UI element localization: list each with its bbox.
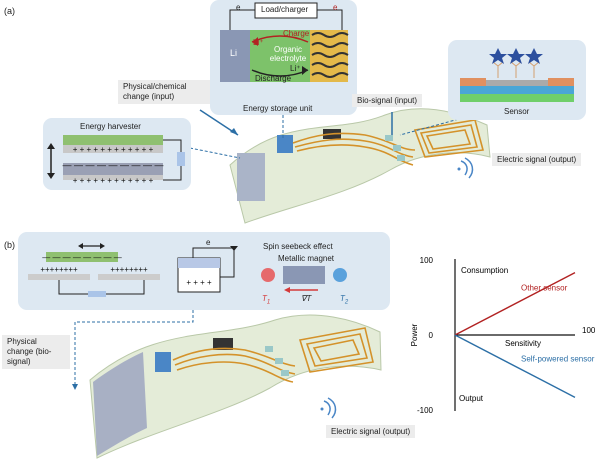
- circuit-wire: [229, 9, 343, 30]
- load-charger-label: Load/charger: [261, 5, 309, 14]
- panel-a-label: (a): [4, 6, 15, 16]
- wireless-icon: [457, 157, 474, 179]
- svg-text:++++++++: ++++++++: [40, 265, 78, 274]
- series-line: [454, 272, 576, 336]
- tribo-bottom-left: [28, 274, 90, 280]
- y-axis-label: Power: [410, 323, 419, 346]
- capacitor-top: [178, 258, 220, 268]
- svg-text:++++++++: ++++++++: [110, 265, 148, 274]
- li-electrode-label: Li: [230, 48, 238, 58]
- mechanism-diagram: — — — — — — — — ++++++++ ++++++++ + + + …: [28, 243, 347, 297]
- spin-effect-label: Spin seebeck effect: [263, 242, 333, 251]
- sensor-pads-b: [265, 346, 289, 376]
- e-label-b: e: [206, 238, 211, 247]
- battery-block-b: [155, 352, 171, 372]
- sensor-source: [460, 78, 486, 86]
- bio-signal-tag: Bio-signal (input): [352, 94, 423, 107]
- grad-t-label: ∇T: [301, 294, 312, 303]
- series-label: Other sensor: [521, 284, 568, 293]
- x-axis-label: Sensitivity: [505, 339, 541, 348]
- tribo-bottom-right: [98, 274, 160, 280]
- hot-spot: [261, 268, 275, 282]
- t2-label: T2: [340, 294, 349, 306]
- li-ion-top-label: Li⁺: [253, 38, 264, 47]
- svg-text:+ + + + + + + + + + + +: + + + + + + + + + + + +: [73, 145, 154, 154]
- metallic-magnet: [283, 266, 325, 284]
- sensor-base: [460, 86, 574, 94]
- svg-text:+ + + + + + + + + + + +: + + + + + + + + + + + +: [73, 176, 154, 185]
- graphite-layers: [311, 32, 349, 78]
- electron-right-label: e: [333, 3, 338, 12]
- sensor-substrate: [460, 94, 574, 102]
- series-line: [454, 334, 576, 398]
- energy-storage-diagram: [220, 2, 349, 82]
- svg-text:— — — — — — — —: — — — — — — — —: [42, 253, 122, 262]
- physical-change-tag: Physical change (bio-signal): [2, 335, 70, 369]
- flexible-film-b: [89, 314, 382, 459]
- svg-text:+ + + +: + + + +: [186, 278, 212, 287]
- lithium-electrode: [220, 30, 250, 82]
- sensor-pads: [385, 135, 405, 161]
- charge-label: Charge: [283, 29, 310, 38]
- t1-label: T1: [262, 294, 271, 306]
- circuit-traces: [292, 119, 485, 166]
- connector-lines-b: [72, 310, 194, 390]
- wireless-icon-b: [320, 397, 337, 419]
- sensor-label: Sensor: [504, 107, 530, 116]
- consumption-label: Consumption: [461, 266, 508, 275]
- x-tick-label: 100: [582, 326, 596, 335]
- solar-grid: [237, 153, 265, 201]
- wearable-device-a: [229, 108, 491, 224]
- energy-storage-caption: Energy storage unit: [243, 104, 313, 113]
- y-tick-label: 0: [429, 331, 434, 340]
- electric-output-tag-b: Electric signal (output): [326, 425, 416, 438]
- sensor-drain: [548, 78, 574, 86]
- electron-left-label: e: [236, 3, 241, 12]
- wearable-device-b: [89, 314, 382, 459]
- top-electrode: [63, 145, 163, 153]
- flexible-film: [229, 108, 491, 224]
- output-label: Output: [459, 394, 484, 403]
- tribo-load: [88, 291, 106, 297]
- electrolyte-label: Organic electrolyte: [269, 45, 307, 63]
- cold-spot: [333, 268, 347, 282]
- panel-b-label: (b): [4, 240, 15, 250]
- li-ion-bottom-label: Li⁺: [290, 64, 301, 73]
- svg-text:— — — — — — — — —: — — — — — — — — —: [62, 160, 163, 170]
- series-label: Self-powered sensor: [521, 354, 595, 363]
- y-tick-label: 100: [420, 256, 434, 265]
- load-resistor: [177, 152, 185, 166]
- sensor-diagram: [460, 48, 574, 102]
- electric-output-tag-a: Electric signal (output): [492, 153, 582, 166]
- sensor-channel: [486, 80, 548, 86]
- bottom-electrode: [63, 175, 163, 180]
- physical-input-tag: Physical/chemical change (input): [118, 80, 210, 104]
- chip-b: [213, 338, 233, 350]
- harvester-diagram: + + + + + + + + + + + + — — — — — — — — …: [47, 135, 185, 185]
- metallic-magnet-label: Metallic magnet: [278, 254, 335, 263]
- y-tick-label: -100: [417, 406, 434, 415]
- tribo-top-layer: [46, 252, 118, 262]
- discharge-label: Discharge: [255, 74, 292, 83]
- top-layer: [63, 135, 163, 145]
- battery-block: [277, 135, 293, 153]
- target-molecules: [489, 48, 543, 64]
- energy-harvester-title: Energy harvester: [80, 122, 141, 131]
- receptors: [492, 61, 540, 78]
- sensing-area: [93, 352, 147, 456]
- bottom-layer: [63, 163, 163, 175]
